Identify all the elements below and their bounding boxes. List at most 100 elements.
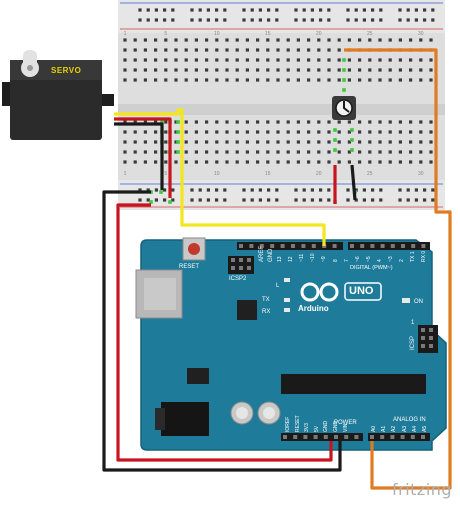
breadboard-hole <box>337 140 341 144</box>
column-number-top: 15 <box>265 31 271 37</box>
breadboard-hole <box>123 130 127 134</box>
breadboard-hole <box>307 78 311 82</box>
breadboard-hole <box>225 120 229 124</box>
breadboard-hole <box>296 120 300 124</box>
breadboard-hole <box>388 130 392 134</box>
arduino-pcb <box>140 239 447 451</box>
breadboard-hole <box>388 140 392 144</box>
breadboard-hole <box>327 68 331 72</box>
breadboard-hole <box>245 48 249 52</box>
digital-pin <box>291 244 295 248</box>
rail-hole <box>379 188 383 192</box>
rail-hole <box>423 18 427 22</box>
breadboard-hole <box>409 160 413 164</box>
breadboard-hole <box>327 140 331 144</box>
rail-hole <box>198 198 202 202</box>
connected-hole <box>176 130 180 134</box>
breadboard-hole <box>337 38 341 42</box>
breadboard-hole <box>215 38 219 42</box>
breadboard-hole <box>286 78 290 82</box>
rail-hole <box>275 188 279 192</box>
breadboard-hole <box>215 68 219 72</box>
breadboard-hole <box>266 78 270 82</box>
rail-hole <box>398 18 402 22</box>
breadboard-hole <box>235 78 239 82</box>
arduino-logo <box>300 282 382 302</box>
rail-hole <box>250 188 254 192</box>
digital-pin <box>239 244 243 248</box>
rail-hole <box>354 18 358 22</box>
breadboard-hole <box>429 120 433 124</box>
power-pin <box>293 435 298 439</box>
breadboard-hole <box>256 160 260 164</box>
breadboard-hole <box>133 38 137 42</box>
atmega-chip <box>281 374 426 394</box>
breadboard-hole <box>164 68 168 72</box>
rail-hole <box>302 198 306 202</box>
rail-hole <box>327 18 331 22</box>
breadboard-hole <box>347 38 351 42</box>
breadboard-hole <box>256 68 260 72</box>
breadboard-hole <box>184 58 188 62</box>
icsp-pin1-label: 1 <box>411 320 415 326</box>
breadboard-hole <box>184 140 188 144</box>
rail-hole <box>242 18 246 22</box>
rail-hole <box>362 188 366 192</box>
connected-hole <box>160 120 164 124</box>
rail-hole <box>198 18 202 22</box>
breadboard-hole <box>154 48 158 52</box>
analog-pin <box>380 435 385 439</box>
rail-hole <box>163 8 167 12</box>
rail-hole <box>423 8 427 12</box>
column-number-bottom: 20 <box>316 171 322 177</box>
breadboard-hole <box>266 140 270 144</box>
breadboard-hole <box>174 130 178 134</box>
breadboard-hole <box>154 150 158 154</box>
icsp-pin <box>421 336 425 340</box>
breadboard-hole <box>164 140 168 144</box>
servo-horn-arm <box>23 50 37 68</box>
breadboard-hole <box>133 160 137 164</box>
rail-hole <box>346 8 350 12</box>
breadboard-hole <box>429 160 433 164</box>
breadboard-hole <box>266 130 270 134</box>
breadboard-hole <box>276 120 280 124</box>
breadboard-hole <box>235 120 239 124</box>
breadboard-hole <box>205 160 209 164</box>
breadboard-hole <box>174 68 178 72</box>
breadboard-hole <box>286 150 290 154</box>
breadboard-hole <box>194 78 198 82</box>
breadboard-hole <box>337 160 341 164</box>
breadboard-hole <box>337 120 341 124</box>
rail-hole <box>431 18 435 22</box>
potentiometer-wiper <box>343 101 350 113</box>
breadboard-hole <box>215 78 219 82</box>
breadboard-hole <box>245 38 249 42</box>
rail-hole <box>215 198 219 202</box>
breadboard-hole <box>266 68 270 72</box>
rail-hole <box>275 198 279 202</box>
breadboard-hole <box>398 160 402 164</box>
breadboard-hole <box>378 150 382 154</box>
breadboard-hole <box>256 150 260 154</box>
connected-hole <box>350 148 354 152</box>
breadboard-hole <box>215 150 219 154</box>
breadboard-hole <box>276 160 280 164</box>
breadboard-hole <box>429 140 433 144</box>
reset-label: RESET <box>179 264 200 270</box>
rail-hole <box>198 8 202 12</box>
breadboard-hole <box>378 38 382 42</box>
rail-hole <box>319 8 323 12</box>
connected-hole <box>333 148 337 152</box>
breadboard-hole <box>429 130 433 134</box>
icsp-label: ICSP <box>410 335 416 350</box>
analog-pin <box>421 435 425 439</box>
breadboard-hole <box>429 68 433 72</box>
breadboard-hole <box>143 58 147 62</box>
pot-ground-wire-black <box>350 164 357 201</box>
rail-hole <box>190 198 194 202</box>
breadboard-hole <box>368 38 372 42</box>
digital-pin-label: RX 0 <box>421 250 428 262</box>
breadboard-hole <box>225 48 229 52</box>
